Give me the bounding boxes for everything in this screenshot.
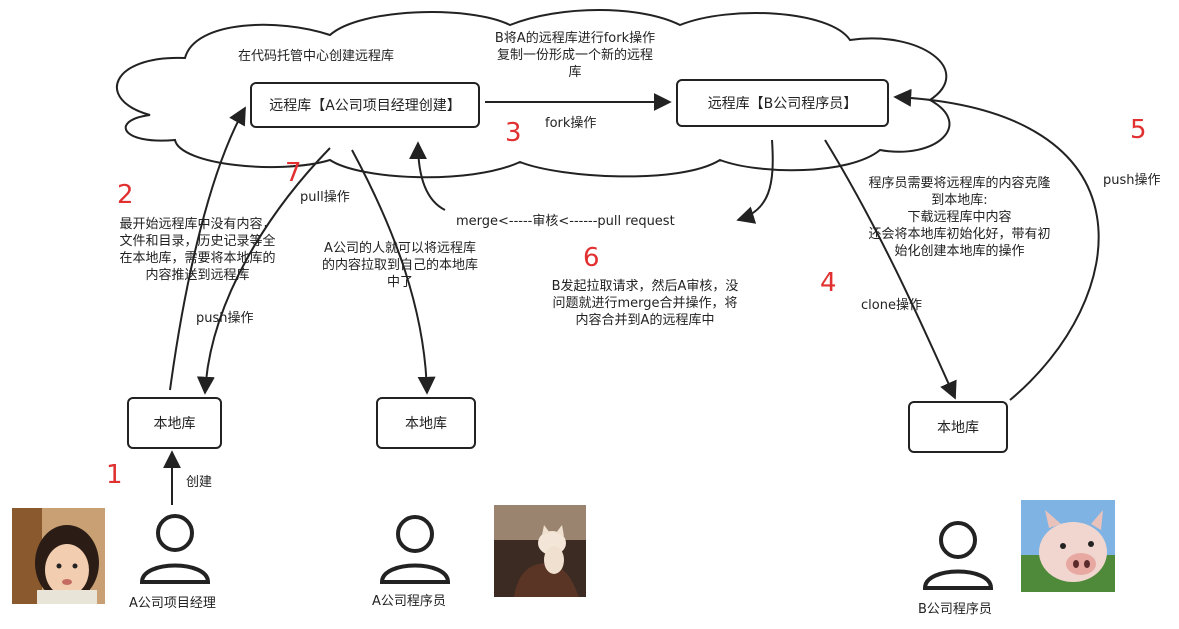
remote-repo-a: 远程库【A公司项目经理创建】 xyxy=(250,82,480,128)
merge-flow-label: merge<-----审核<------pull request xyxy=(456,214,675,229)
create-label: 创建 xyxy=(186,475,213,490)
user-icon xyxy=(379,515,451,584)
step6-note: B发起拉取请求，然后A审核，没 问题就进行merge合并操作，将 内容合并到A的… xyxy=(551,279,739,328)
clone-arrow xyxy=(824,139,957,400)
fork-label: fork操作 xyxy=(545,116,597,131)
step-number-6: 6 xyxy=(583,243,600,273)
cat-photo xyxy=(494,505,586,597)
step4-note: 程序员需要将远程库的内容克隆 到本地库: 下载远程库中内容 还会将本地库初始化好… xyxy=(868,176,1051,259)
step-number-7: 7 xyxy=(285,158,302,188)
pig-photo xyxy=(1021,500,1115,592)
pull-to-a-programmer-arrow xyxy=(351,149,436,395)
a-programmer-label: A公司程序员 xyxy=(372,594,446,609)
pull-to-manager-arrow xyxy=(196,147,331,395)
remote-repo-b: 远程库【B公司程序员】 xyxy=(676,79,889,127)
step-number-5: 5 xyxy=(1130,115,1147,145)
local-repo-b-programmer: 本地库 xyxy=(908,401,1008,453)
step-number-1: 1 xyxy=(106,460,123,490)
local-repo-a-programmer: 本地库 xyxy=(376,397,476,449)
clone-label: clone操作 xyxy=(861,298,922,313)
push-a-arrow xyxy=(169,106,246,391)
pull-label: pull操作 xyxy=(300,190,350,205)
manager-label: A公司项目经理 xyxy=(129,596,216,611)
push-b-arrow xyxy=(893,88,1100,401)
step2-note: 最开始远程库中没有内容， 文件和目录，历史记录等全 在本地库，需要将本地库的 内… xyxy=(119,217,276,283)
user-icon xyxy=(139,514,211,584)
push-b-label: push操作 xyxy=(1103,173,1161,188)
merge-arrow xyxy=(409,141,446,211)
child-photo xyxy=(12,508,105,604)
user-icon xyxy=(922,521,994,590)
step-number-3: 3 xyxy=(505,118,522,148)
pull-request-arrow xyxy=(736,139,774,224)
cloud-title: 在代码托管中心创建远程库 xyxy=(238,49,395,64)
step-number-2: 2 xyxy=(117,180,134,210)
step-number-4: 4 xyxy=(820,268,837,298)
push-a-label: push操作 xyxy=(196,311,254,326)
b-programmer-label: B公司程序员 xyxy=(918,602,992,617)
fork-note: B将A的远程库进行fork操作 复制一份形成一个新的远程 库 xyxy=(494,31,656,80)
local-repo-manager: 本地库 xyxy=(127,397,222,449)
step7-note: A公司的人就可以将远程库 的内容拉取到自己的本地库 中了 xyxy=(321,241,478,290)
